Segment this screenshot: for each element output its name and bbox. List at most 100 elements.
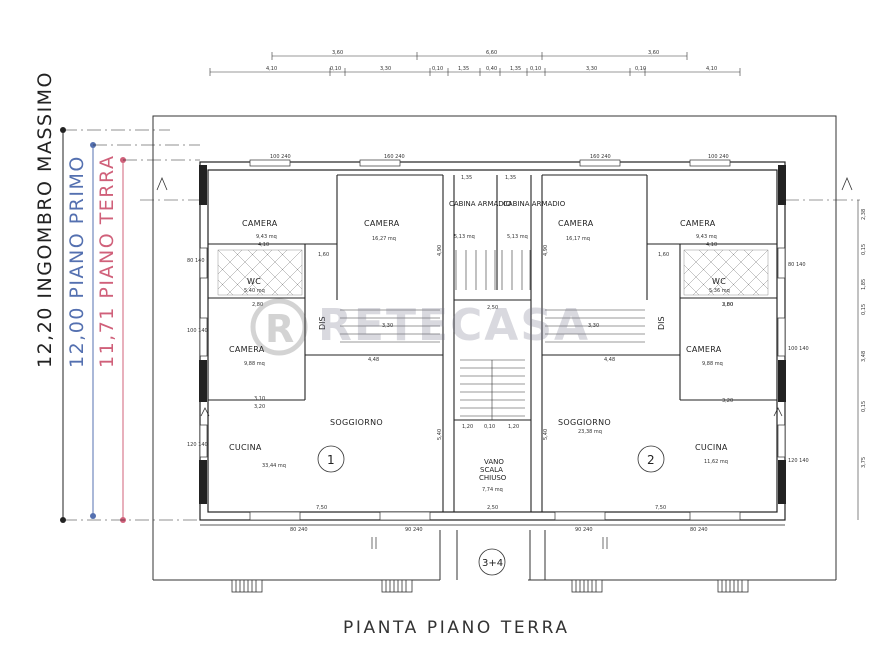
- dim-top1-b: 6,60: [486, 50, 497, 56]
- window-tag-11: 90 240: [405, 527, 423, 533]
- window-tag-0: 80 140: [187, 258, 205, 264]
- room-camera-mid-right: CAMERA: [686, 345, 722, 354]
- room-camera-top-right: CAMERA: [680, 219, 716, 228]
- staircase: [340, 250, 645, 420]
- dim-top2-c: 3,30: [380, 66, 391, 72]
- wc-tiles-left: [217, 249, 303, 296]
- vertical-dimension-lines: [60, 127, 200, 523]
- plan-title: PIANTA PIANO TERRA: [343, 618, 570, 638]
- unit-label-1: 1: [327, 453, 335, 467]
- top-dimension-texts: 3,60 6,60 3,60 4,10 0,10 3,30 0,10 1,35 …: [266, 50, 717, 72]
- dim-top2-b: 0,10: [330, 66, 341, 72]
- gate-marks: [371, 537, 608, 549]
- room-vano-line1: VANO: [484, 458, 504, 466]
- dim-top2-i: 3,30: [586, 66, 597, 72]
- watermark-text: RETECASA: [318, 300, 591, 351]
- right-dimensions: 2,38 0,15 1,85 0,15 3,48 0,15 3,75: [857, 200, 867, 520]
- dim-right-4: 3,48: [861, 351, 867, 362]
- balconies: [231, 579, 749, 593]
- window-tag-4: 100 140: [788, 346, 809, 352]
- section-markers: [156, 176, 853, 417]
- room-wc-left: WC: [247, 277, 261, 286]
- room-vano-line3: CHIUSO: [479, 474, 507, 482]
- area-wc-left: 5,40 mq: [244, 288, 265, 294]
- dim-top1-c: 3,60: [648, 50, 659, 56]
- window-frames: [199, 159, 786, 521]
- window-tag-2: 120 140: [187, 442, 208, 448]
- area-vano: 7,74 mq: [482, 487, 503, 493]
- area-cabina-right: 5,13 mq: [507, 234, 528, 240]
- dim-inner-11: 2,80: [252, 302, 263, 308]
- label-piano-primo: 12,00 PIANO PRIMO: [66, 155, 88, 368]
- dim-inner-3: 4,10: [706, 242, 717, 248]
- dim-inner-6: 2,50: [487, 305, 498, 311]
- dim-inner-28: 4,90: [437, 245, 443, 256]
- label-piano-terra: 11,71 PIANO TERRA: [96, 154, 118, 368]
- dim-top2-g: 1,35: [510, 66, 521, 72]
- dim-inner-8: 3,20: [722, 398, 733, 404]
- area-camera-top-center-left: 16,27 mq: [372, 236, 396, 242]
- room-cabina-right: CABINA ARMADIO: [503, 200, 566, 208]
- room-dis-left: DIS: [318, 316, 327, 330]
- wall-openings: [199, 165, 786, 504]
- window-tag-10: 80 240: [290, 527, 308, 533]
- dim-top2-d: 0,10: [432, 66, 443, 72]
- unit-markers: 1 2 3+4: [317, 445, 665, 576]
- area-cucina-left: 33,44 mq: [262, 463, 286, 469]
- room-camera-mid-left: CAMERA: [229, 345, 265, 354]
- area-camera-top-center-right: 16,17 mq: [566, 236, 590, 242]
- label-ingombro-massimo: 12,20 INGOMBRO MASSIMO: [34, 70, 56, 368]
- unit-label-2: 2: [647, 453, 655, 467]
- dim-top2-j: 0,10: [635, 66, 646, 72]
- area-cabina-left: 5,13 mq: [454, 234, 475, 240]
- area-cucina-right: 11,62 mq: [704, 459, 728, 465]
- room-cucina-left: CUCINA: [229, 443, 262, 452]
- area-wc-right: 5,36 mq: [709, 288, 730, 294]
- dim-inner-19: 1,20: [462, 424, 473, 430]
- inner-dimensions: 4,10 3,30 3,30 4,10 1,35 1,35 2,50 3,20 …: [252, 175, 733, 511]
- wc-tiles-right: [683, 249, 769, 296]
- dim-top2-f: 0,40: [486, 66, 497, 72]
- room-soggiorno-left: SOGGIORNO: [330, 418, 383, 427]
- dim-inner-18: 2,50: [487, 505, 498, 511]
- area-camera-mid-right: 9,88 mq: [702, 361, 723, 367]
- unit-label-3-4: 3+4: [482, 558, 503, 569]
- area-camera-mid-left: 9,88 mq: [244, 361, 265, 367]
- room-soggiorno-right: SOGGIORNO: [558, 418, 611, 427]
- room-dis-right: DIS: [657, 316, 666, 330]
- room-cabina-left: CABINA ARMADIO: [449, 200, 512, 208]
- window-tag-5: 120 140: [788, 458, 809, 464]
- watermark-logo: R: [250, 298, 308, 356]
- dim-right-3: 0,15: [861, 304, 867, 315]
- dim-inner-29: 4,90: [543, 245, 549, 256]
- dim-inner-17: 7,50: [655, 505, 666, 511]
- dim-inner-22: 1,60: [318, 252, 329, 258]
- dim-inner-21: 0,10: [484, 424, 495, 430]
- room-vano-line2: SCALA: [480, 466, 503, 474]
- interior-walls: [208, 174, 777, 512]
- dim-right-0: 2,38: [861, 209, 867, 220]
- room-cucina-right: CUCINA: [695, 443, 728, 452]
- dim-inner-12: 2,80: [722, 302, 733, 308]
- dim-inner-14: 3,00: [722, 302, 733, 308]
- svg-text:R: R: [265, 307, 294, 351]
- dim-inner-0: 4,10: [258, 242, 269, 248]
- dim-inner-13: 3,10: [254, 396, 265, 402]
- dim-top1-a: 3,60: [332, 50, 343, 56]
- dim-top2-h: 0,10: [530, 66, 541, 72]
- room-camera-top-left: CAMERA: [242, 219, 278, 228]
- window-tag-1: 100 140: [187, 328, 208, 334]
- window-tag-12: 90 240: [575, 527, 593, 533]
- dim-top2-e: 1,35: [458, 66, 469, 72]
- dim-inner-4: 1,35: [461, 175, 472, 181]
- dim-right-1: 0,15: [861, 244, 867, 255]
- room-camera-top-center-left: CAMERA: [364, 219, 400, 228]
- window-tag-9: 100 240: [708, 154, 729, 160]
- window-tags: 80 140 100 140 120 140 80 140 100 140 12…: [187, 154, 809, 533]
- dim-inner-25: 5,40: [543, 429, 549, 440]
- room-labels: CAMERA 9,43 mq CAMERA 16,27 mq CABINA AR…: [229, 200, 730, 493]
- dim-inner-7: 3,20: [254, 404, 265, 410]
- dim-top2-k: 4,10: [706, 66, 717, 72]
- dim-right-6: 3,75: [861, 457, 867, 468]
- dim-inner-16: 7,50: [316, 505, 327, 511]
